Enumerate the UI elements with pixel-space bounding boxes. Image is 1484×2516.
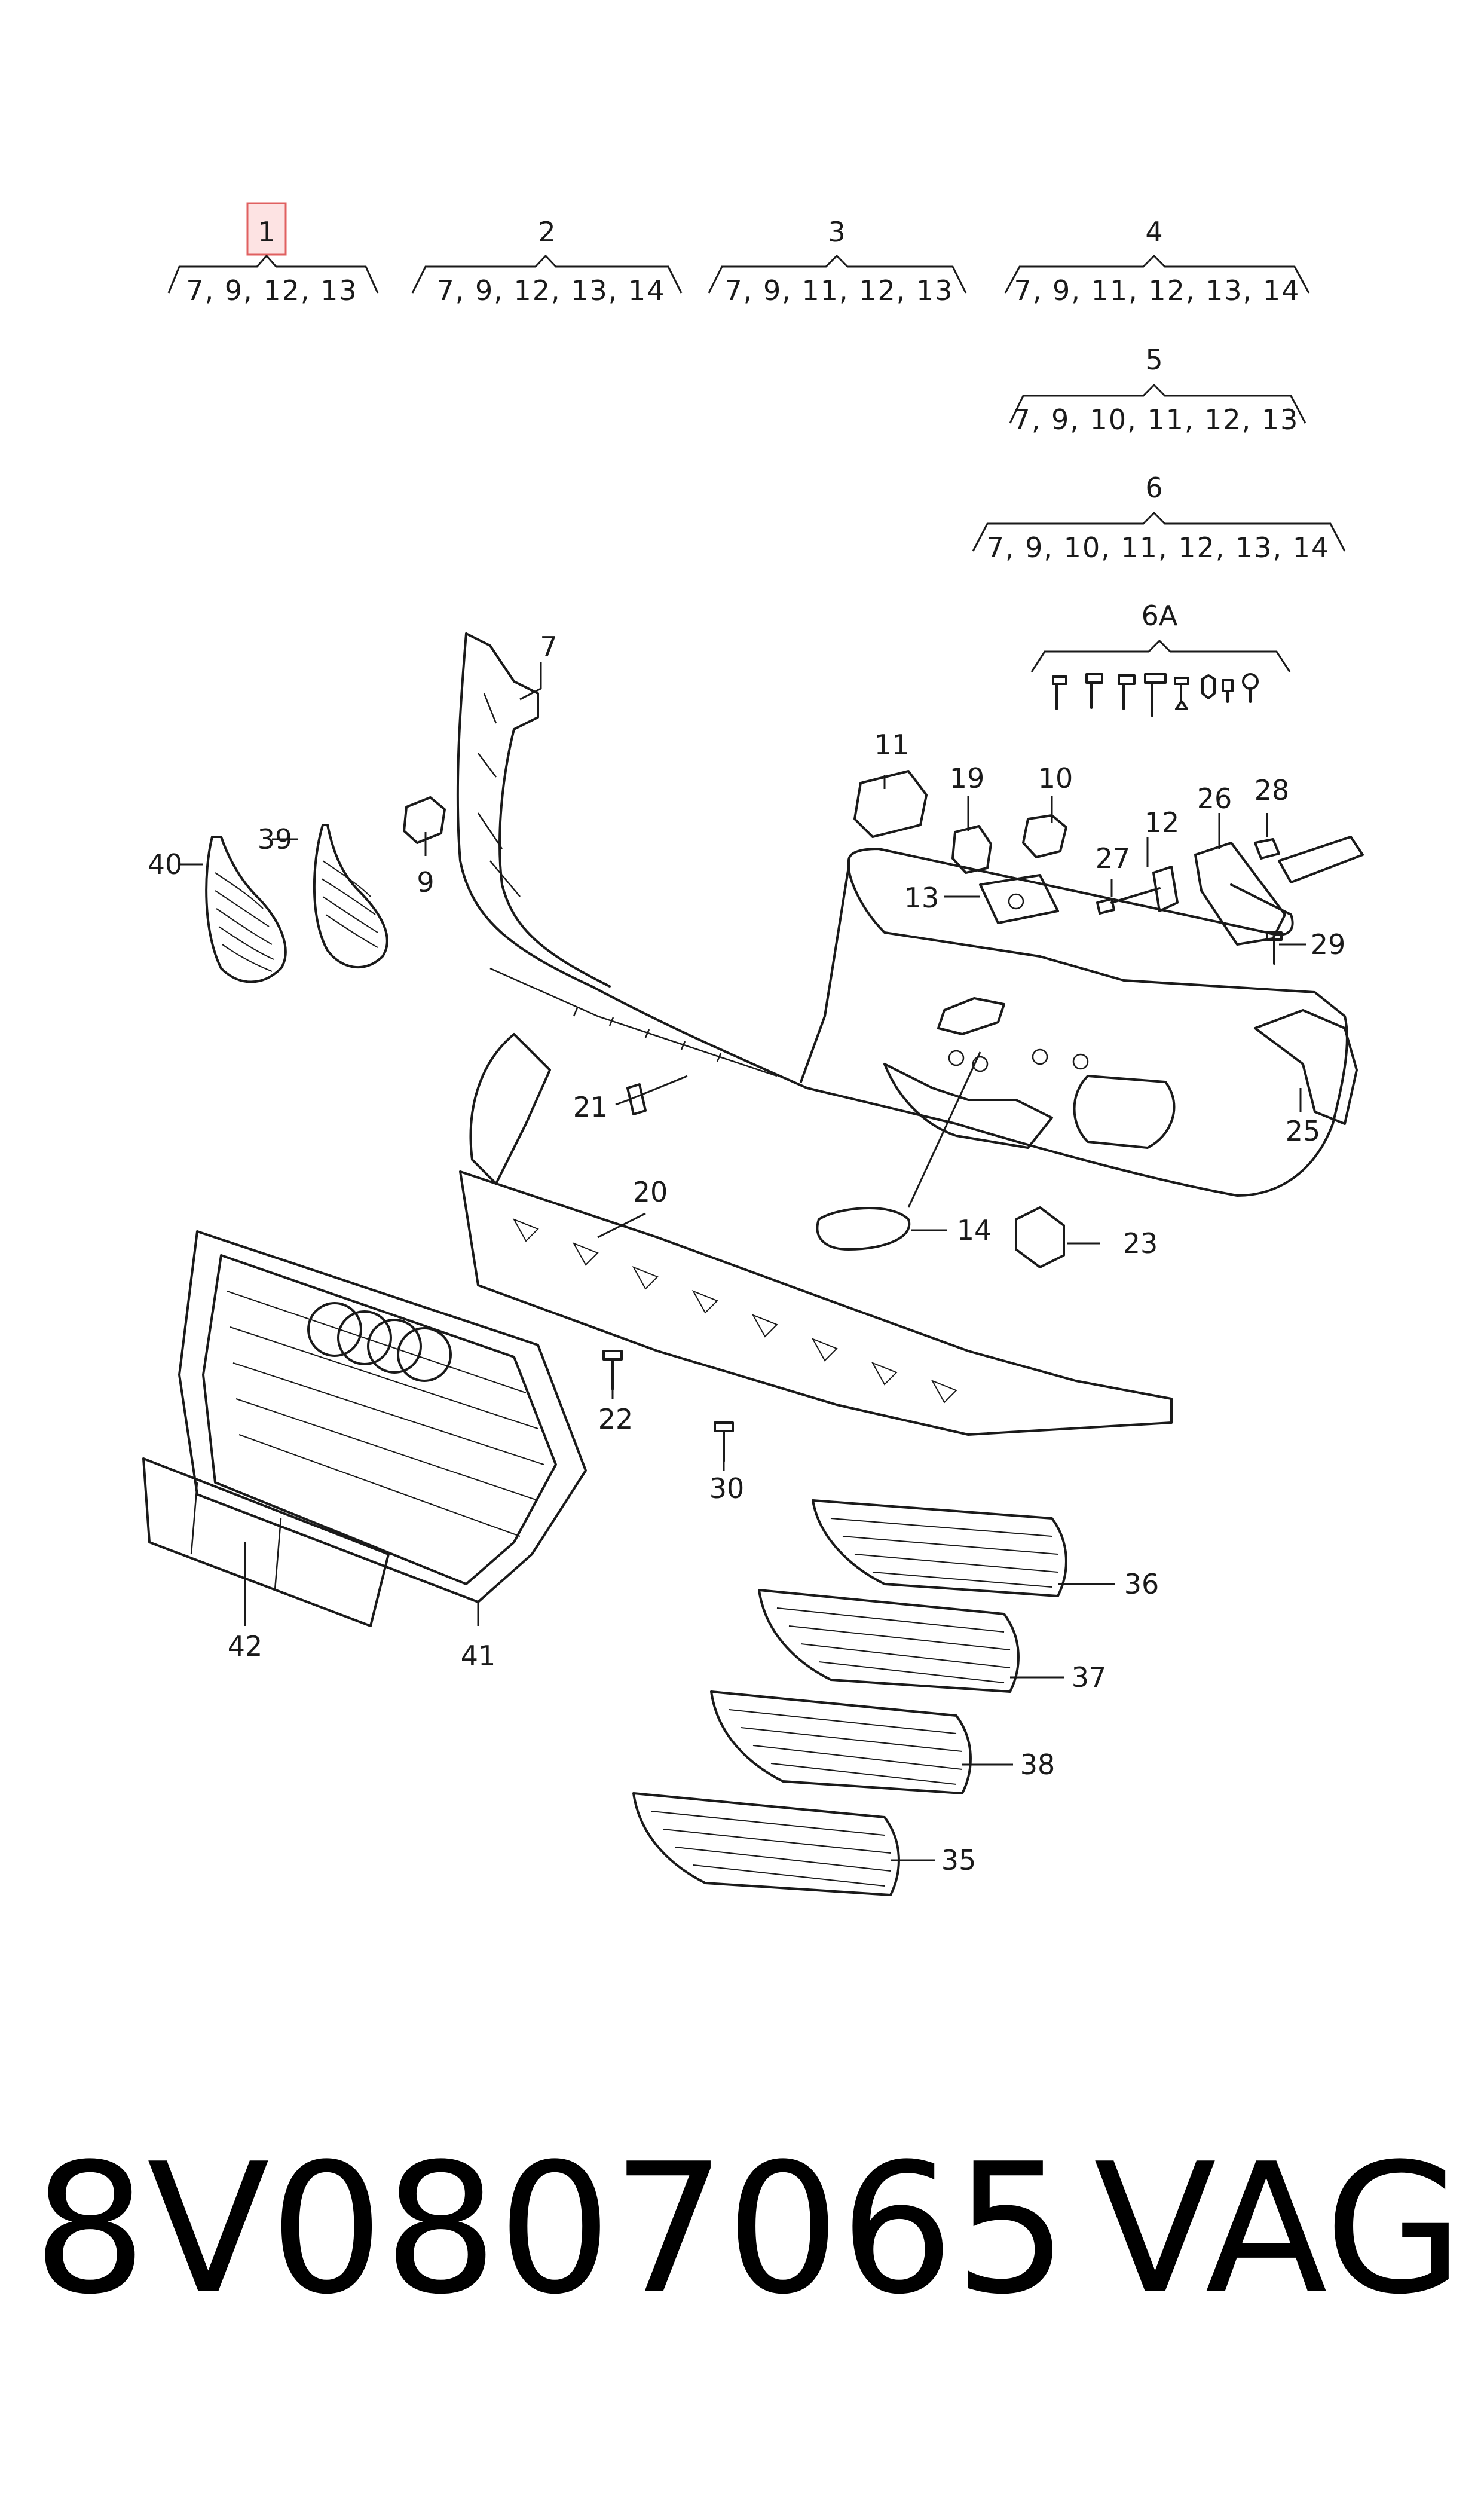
part-11: [853, 770, 928, 838]
part-41-grille: [178, 1230, 587, 1603]
callout-14: 14: [957, 1214, 992, 1246]
assembly-1-number: 1: [258, 216, 275, 248]
callout-30: 30: [709, 1472, 745, 1505]
part-21: [626, 1083, 647, 1115]
callout-42: 42: [228, 1630, 263, 1662]
footer-brand: VAG: [1094, 2125, 1464, 2334]
callout-40: 40: [148, 848, 183, 881]
assembly-6a-brace: [1030, 639, 1291, 672]
part-39-side-grille: [313, 824, 388, 968]
callout-22: 22: [598, 1403, 634, 1435]
part-25-bracket: [1254, 1009, 1358, 1125]
assembly-6-subparts: 7, 9, 10, 11, 12, 13, 14: [987, 531, 1330, 564]
assembly-2-number: 2: [538, 216, 555, 248]
callout-23: 23: [1123, 1227, 1158, 1259]
assembly-5-brace: [1009, 383, 1306, 424]
part-28-clip: [1254, 836, 1364, 883]
assembly-6-number: 6: [1145, 472, 1162, 504]
assembly-4-brace: [1004, 254, 1310, 294]
assembly-2-brace: [411, 254, 683, 294]
part-10: [1022, 814, 1067, 858]
part-19: [951, 825, 992, 874]
part-9: [403, 796, 446, 844]
part-30-screw: [714, 1421, 734, 1462]
assembly-3[interactable]: 3 7, 9, 11, 12, 13: [708, 216, 967, 307]
assembly-1-subparts: 7, 9, 12, 13: [186, 274, 357, 307]
assembly-6-brace: [972, 511, 1346, 552]
callout-37: 37: [1072, 1661, 1107, 1693]
assembly-3-number: 3: [828, 216, 845, 248]
leader-lines: [179, 662, 1306, 1861]
assembly-2[interactable]: 2 7, 9, 12, 13, 14: [411, 216, 683, 307]
assembly-5[interactable]: 5 7, 9, 10, 11, 12, 13: [1009, 344, 1306, 436]
part-37-grille: [758, 1589, 1020, 1693]
part-38-grille: [710, 1690, 972, 1794]
callout-labels: 7 9 11 19 10 12 26 28 13 27 29 25 21 20 …: [148, 631, 1346, 1876]
assembly-4-subparts: 7, 9, 11, 12, 13, 14: [1014, 274, 1301, 307]
callout-9: 9: [417, 866, 434, 898]
callout-10: 10: [1038, 762, 1073, 794]
callout-13: 13: [904, 882, 940, 914]
part-12-bracket: [1152, 866, 1179, 912]
callout-41: 41: [461, 1640, 496, 1672]
assembly-4[interactable]: 4 7, 9, 11, 12, 13, 14: [1004, 216, 1310, 307]
assembly-3-brace: [708, 254, 967, 294]
part-35-grille: [632, 1792, 900, 1896]
fastener-set-icon: [1052, 673, 1259, 717]
part-36-grille: [812, 1499, 1067, 1597]
part-29-bolt: [1266, 931, 1283, 965]
callout-27: 27: [1096, 842, 1131, 875]
assembly-2-subparts: 7, 9, 12, 13, 14: [436, 274, 665, 307]
callout-38: 38: [1020, 1748, 1055, 1781]
part-26-bracket: [1194, 842, 1286, 946]
part-42-plate: [142, 1457, 390, 1627]
assembly-6[interactable]: 6 7, 9, 10, 11, 12, 13, 14: [972, 472, 1346, 564]
part-27-bolt: [1096, 887, 1161, 915]
assembly-5-number: 5: [1145, 344, 1162, 376]
assembly-3-subparts: 7, 9, 11, 12, 13: [724, 274, 953, 307]
part-23: [1015, 1206, 1065, 1268]
callout-28: 28: [1254, 774, 1290, 806]
assembly-6a[interactable]: 6A: [1030, 600, 1291, 717]
footer-part-number: 8V0807065: [33, 2125, 1069, 2334]
assembly-1[interactable]: 1 7, 9, 12, 13: [167, 202, 379, 307]
assembly-4-number: 4: [1145, 216, 1162, 248]
callout-20: 20: [633, 1176, 668, 1208]
callout-29: 29: [1311, 928, 1346, 961]
callout-25: 25: [1286, 1115, 1321, 1147]
part-22-screw: [602, 1350, 623, 1390]
callout-21: 21: [573, 1091, 608, 1123]
callout-26: 26: [1197, 782, 1232, 815]
bumper-carrier: [469, 1033, 551, 1185]
callout-12: 12: [1145, 806, 1180, 839]
rings-logo: [307, 1302, 452, 1382]
callout-11: 11: [874, 729, 910, 761]
part-20-absorber: [459, 1170, 1173, 1436]
bumper-cover: [456, 632, 1348, 1197]
callout-39: 39: [258, 823, 293, 855]
assembly-6a-number: 6A: [1142, 600, 1178, 632]
part-40-side-grille: [205, 836, 287, 983]
part-13: [979, 874, 1059, 924]
callout-19: 19: [950, 762, 985, 794]
callout-36: 36: [1124, 1568, 1159, 1600]
assembly-5-subparts: 7, 9, 10, 11, 12, 13: [1013, 403, 1299, 436]
assembly-1-brace: [167, 254, 379, 294]
callout-7: 7: [540, 631, 557, 663]
part-14-cap: [816, 1207, 911, 1251]
callout-35: 35: [941, 1844, 977, 1876]
